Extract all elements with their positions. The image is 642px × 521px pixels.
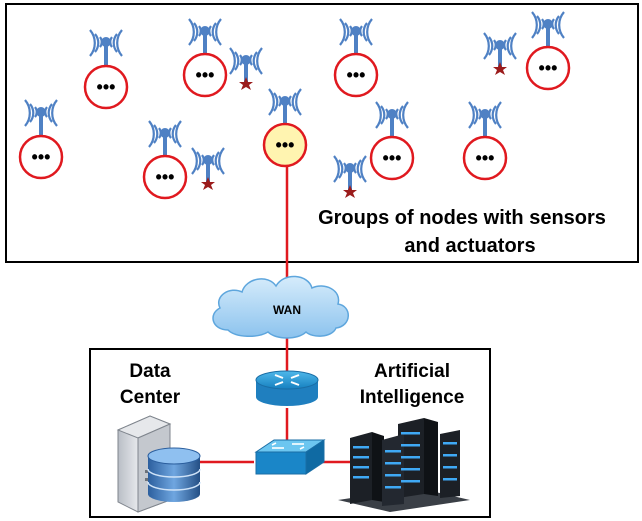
sensor-node: ••• <box>18 98 64 180</box>
ai-label-line2: Intelligence <box>360 387 465 408</box>
sensor-node: ••• <box>333 17 379 98</box>
svg-text:•••: ••• <box>539 58 558 78</box>
svg-text:•••: ••• <box>32 147 51 167</box>
svg-text:•••: ••• <box>476 148 495 168</box>
group-label-line2: and actuators <box>404 235 535 257</box>
svg-text:•••: ••• <box>276 135 295 155</box>
sensor-node: ••• <box>525 10 571 91</box>
actuator <box>228 46 264 90</box>
group-label-line1: Groups of nodes with sensors <box>318 207 606 229</box>
actuator-star-icon <box>239 77 253 90</box>
sensor-node: ••• <box>182 17 228 98</box>
data-center-label-line2: Center <box>120 387 181 408</box>
router-icon <box>255 370 319 406</box>
cloud-icon: WAN <box>212 275 349 339</box>
sensor-node: ••• <box>142 119 188 200</box>
svg-text:•••: ••• <box>383 148 402 168</box>
actuator <box>482 31 518 75</box>
actuator-star-icon <box>343 185 357 198</box>
actuator-star-icon <box>201 177 215 190</box>
svg-text:•••: ••• <box>347 65 366 85</box>
svg-text:•••: ••• <box>196 65 215 85</box>
actuator <box>190 146 226 190</box>
actuator-star-icon <box>493 62 507 75</box>
ai-label-line1: Artificial <box>374 361 450 382</box>
gateway-node: ••• <box>262 87 308 168</box>
actuator <box>332 154 368 198</box>
svg-text:•••: ••• <box>97 77 116 97</box>
sensor-node: ••• <box>369 100 415 181</box>
svg-text:•••: ••• <box>156 167 175 187</box>
sensor-node: ••• <box>83 28 129 110</box>
sensor-node: ••• <box>462 100 508 181</box>
server-database-icon <box>116 415 201 513</box>
data-center-label-line1: Data <box>129 361 171 382</box>
wan-label: WAN <box>273 303 301 317</box>
server-rack-icon <box>338 418 470 512</box>
switch-icon <box>254 439 326 475</box>
